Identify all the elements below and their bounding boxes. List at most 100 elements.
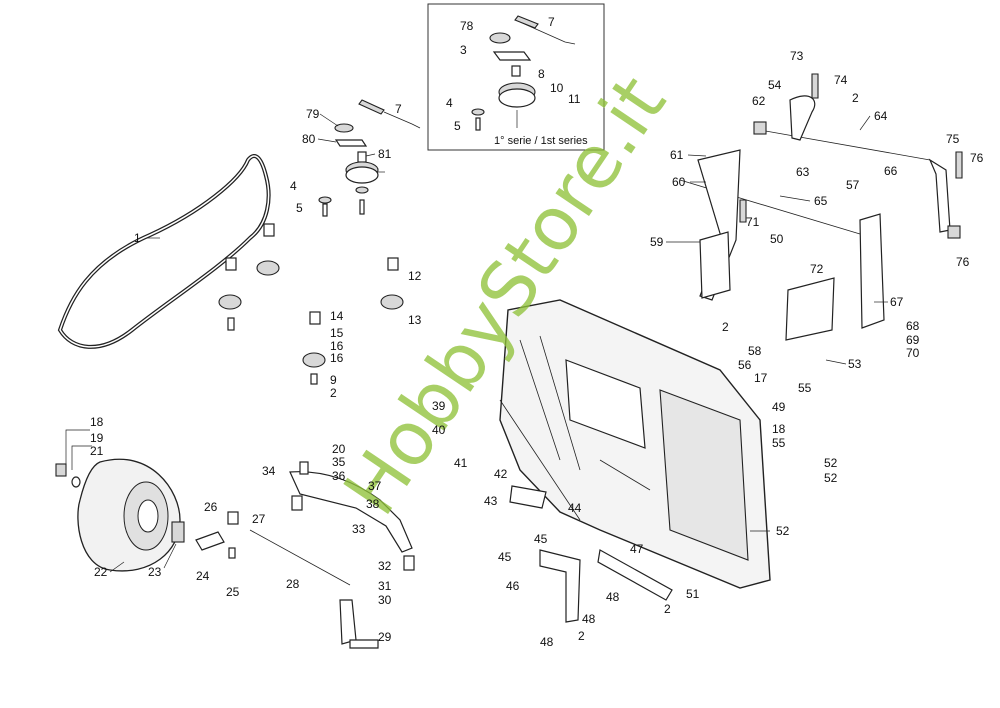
- idler-b-bracket: [225, 257, 237, 271]
- callout-71: 72: [810, 262, 824, 276]
- arm-left-61: [789, 95, 816, 141]
- callout-23: 25: [226, 585, 240, 599]
- callout-45: 47: [630, 542, 644, 556]
- idler-b-pulley: [218, 294, 242, 310]
- callout-7: 8: [538, 67, 545, 81]
- callout-18: 19: [90, 431, 104, 445]
- callout-19: 21: [90, 444, 104, 458]
- callout-67: 68: [906, 319, 920, 333]
- leader-18: [71, 445, 92, 470]
- callout-60: 62: [752, 94, 766, 108]
- callout-49: 51: [686, 587, 700, 601]
- idler-d-bracket: [309, 311, 321, 325]
- callout-54: 55: [798, 381, 812, 395]
- callout-75: 76: [970, 151, 984, 165]
- leader-64: [779, 195, 811, 202]
- callout-1: 1: [134, 231, 141, 245]
- inset-border: [427, 3, 605, 151]
- callout-15: 16: [330, 351, 344, 365]
- callout-14: 16: [330, 339, 344, 353]
- callout-35: 37: [368, 479, 382, 493]
- bush-60: [753, 121, 767, 135]
- callout-32: 34: [262, 464, 276, 478]
- callout-34: 36: [332, 469, 346, 483]
- spring-6: [358, 99, 385, 115]
- callout-69: 70: [906, 346, 920, 360]
- callout-48: 49: [772, 400, 786, 414]
- callout-31: 33: [352, 522, 366, 536]
- callout-58: 60: [672, 175, 686, 189]
- bush-31a: [291, 495, 303, 511]
- front-wheel: [55, 458, 185, 572]
- callout-46: 48: [540, 635, 554, 649]
- leader-76: [319, 113, 339, 127]
- callout-2: 2: [578, 629, 585, 643]
- callout-74: 75: [946, 132, 960, 146]
- leader-lines: [65, 113, 888, 573]
- leader-21: [163, 543, 177, 569]
- callout-24: 26: [204, 500, 218, 514]
- callout-5: 5: [296, 201, 303, 215]
- rod-40: [499, 399, 581, 521]
- axle-linkage: [195, 511, 379, 649]
- frame-rib-3: [599, 459, 651, 491]
- bar-61: [759, 129, 931, 161]
- callout-55: 57: [846, 178, 860, 192]
- callout-77: 80: [302, 132, 316, 146]
- callout-4: 4: [446, 96, 453, 110]
- hub: [137, 499, 159, 533]
- callout-72: 73: [790, 49, 804, 63]
- callout-41: 43: [484, 494, 498, 508]
- callout-40: 42: [494, 467, 508, 481]
- washer-76: [334, 123, 354, 133]
- callout-45: 46: [506, 579, 520, 593]
- tensioner-pulley-group: [318, 99, 421, 217]
- nut-24: [227, 511, 239, 525]
- callout-39: 41: [454, 456, 468, 470]
- callout-37: 39: [432, 399, 446, 413]
- callout-52: 52: [824, 456, 838, 470]
- bracket-77: [334, 139, 368, 147]
- plate-57: [699, 231, 731, 299]
- callout-56: 58: [748, 344, 762, 358]
- leader-77: [317, 138, 337, 143]
- callout-78: 81: [378, 147, 392, 161]
- callout-29: 31: [378, 579, 392, 593]
- leader-20: [109, 561, 125, 573]
- inset-bolt-5: [475, 117, 481, 131]
- spindle-27: [339, 599, 357, 645]
- bracket-44: [539, 549, 581, 623]
- pulley-79-b: [345, 166, 379, 184]
- callout-68: 69: [906, 333, 920, 347]
- frame-panel: [659, 389, 749, 561]
- inset-washer-4: [471, 108, 485, 116]
- callout-70: 71: [746, 215, 760, 229]
- callout-59: 61: [670, 148, 684, 162]
- callout-8: 10: [550, 81, 564, 95]
- bearing-21: [171, 521, 185, 543]
- inset-spacer-7: [511, 65, 521, 77]
- arm-right-61: [928, 158, 951, 233]
- washer-80: [355, 186, 369, 194]
- callout-7: 9: [330, 373, 337, 387]
- belt-inner: [59, 155, 270, 348]
- callout-66: 67: [890, 295, 904, 309]
- lower-brackets: [499, 399, 673, 623]
- callout-27: 29: [378, 630, 392, 644]
- callout-76: 78: [460, 19, 474, 33]
- callout-16: 18: [772, 422, 786, 436]
- callout-48: 48: [606, 590, 620, 604]
- lift-frame: [679, 73, 963, 341]
- callout-2: 2: [722, 320, 729, 334]
- spring-6-rod: [383, 111, 421, 129]
- callout-28: 30: [378, 593, 392, 607]
- washer-19: [71, 476, 81, 488]
- callout-11: 13: [408, 313, 422, 327]
- belt-outline: [57, 154, 271, 349]
- spring-74: [955, 151, 963, 179]
- drive-belt: [57, 154, 271, 349]
- leader-52: [825, 359, 847, 365]
- idler-b-spacer: [227, 317, 235, 331]
